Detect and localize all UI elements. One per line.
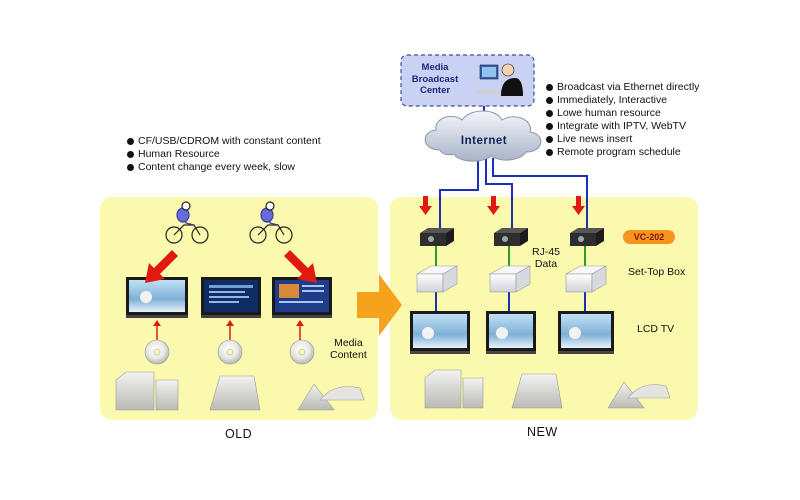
disc-feed-arrows [153, 320, 304, 340]
internet-label: Internet [460, 135, 508, 147]
rj45-data-label: RJ-45 Data [532, 246, 560, 270]
new-feature-item: Live news insert [545, 133, 699, 146]
new-feature-item: Broadcast via Ethernet directly [545, 81, 699, 94]
new-feature-item: Immediately, Interactive [545, 94, 699, 107]
building-icons-old [115, 371, 365, 411]
vc202-badge: VC-202 [623, 230, 675, 244]
transition-arrow-icon [357, 274, 402, 336]
old-feature-item: Content change every week, slow [126, 161, 321, 174]
network-links [439, 158, 588, 228]
new-feature-item: Lowe human resource [545, 107, 699, 120]
building-icons-new [424, 369, 671, 409]
media-content-label: Media Content [330, 337, 367, 361]
new-feature-item: Remote program schedule [545, 146, 699, 159]
new-caption: NEW [527, 425, 558, 439]
old-feature-list: CF/USB/CDROM with constant content Human… [126, 135, 321, 174]
old-feature-item: CF/USB/CDROM with constant content [126, 135, 321, 148]
data-links [435, 246, 586, 266]
old-tv-icons [126, 277, 332, 318]
old-feature-item: Human Resource [126, 148, 321, 161]
set-top-box-icons [415, 265, 608, 293]
lcd-tv-label: LCD TV [637, 323, 675, 335]
media-content-line2: Content [330, 349, 367, 361]
set-top-box-label: Set-Top Box [628, 266, 686, 278]
new-feature-list: Broadcast via Ethernet directly Immediat… [545, 81, 699, 159]
internet-cloud-icon [424, 110, 542, 162]
broadcast-center-title: Media Broadcast Center [404, 62, 466, 97]
lcd-tv-icons [410, 311, 614, 354]
broadcast-center-line2: Broadcast [411, 73, 459, 85]
broadcast-center-box [400, 54, 535, 107]
cd-disc-icons [144, 339, 315, 365]
signal-arrows [419, 196, 585, 215]
video-links [435, 292, 586, 312]
broadcast-center-line1: Media [421, 62, 449, 73]
rj45-line2: Data [534, 258, 558, 270]
vc202-converter-icons [420, 228, 604, 246]
delivery-arrows [145, 250, 317, 283]
courier-cyclist-icons [165, 201, 293, 244]
broadcast-center-line3: Center [419, 85, 451, 96]
rj45-line1: RJ-45 [532, 246, 561, 258]
old-caption: OLD [225, 427, 253, 441]
new-feature-item: Integrate with IPTV, WebTV [545, 120, 699, 133]
media-content-line1: Media [334, 337, 363, 349]
